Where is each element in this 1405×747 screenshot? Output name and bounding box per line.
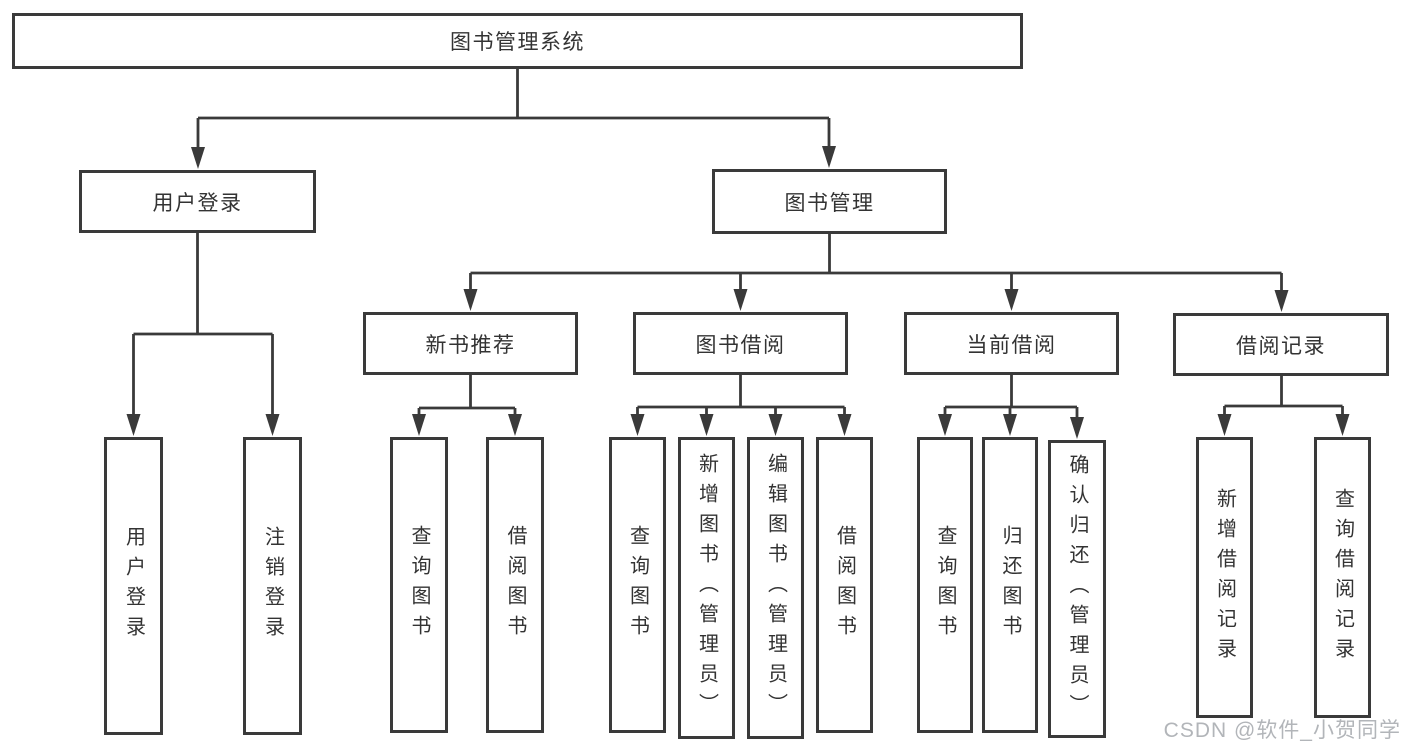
leaf-user-login: 用户登录 — [104, 437, 163, 735]
leaf-query-borrow-record: 查询借阅记录 — [1314, 437, 1371, 718]
node-label: 用户登录 — [152, 191, 243, 215]
arrowhead-icon — [1004, 289, 1019, 311]
arrowhead-icon — [1003, 414, 1017, 436]
node-label: 借阅图书 — [833, 525, 856, 645]
node-label: 当前借阅 — [966, 333, 1057, 357]
node-label: 借阅记录 — [1236, 334, 1326, 358]
node-label: 图书管理 — [784, 191, 875, 215]
leaf-logout: 注销登录 — [243, 437, 302, 735]
leaf-query-books-3: 查询图书 — [917, 437, 973, 733]
arrowhead-icon — [463, 289, 478, 311]
arrowhead-icon — [412, 414, 426, 436]
arrowhead-icon — [822, 146, 836, 168]
arrowhead-icon — [699, 414, 714, 436]
leaf-add-borrow-record: 新增借阅记录 — [1196, 437, 1253, 718]
node-book-borrowing: 图书借阅 — [633, 312, 848, 375]
leaf-borrow-books-2: 借阅图书 — [816, 437, 873, 733]
arrowhead-icon — [508, 414, 522, 436]
arrowhead-icon — [938, 414, 952, 436]
csdn-watermark: CSDN @软件_小贺同学 — [1163, 719, 1401, 742]
leaf-return-books: 归还图书 — [982, 437, 1038, 733]
leaf-edit-book-admin: 编辑图书（管理员） — [747, 437, 804, 739]
node-label: 注销登录 — [261, 526, 284, 646]
node-label: 图书管理系统 — [450, 31, 585, 54]
node-label: 查询借阅记录 — [1331, 487, 1354, 668]
node-label: 图书借阅 — [695, 333, 786, 357]
node-book-management: 图书管理 — [712, 169, 947, 234]
node-label: 归还图书 — [999, 525, 1021, 645]
arrowhead-icon — [126, 414, 141, 436]
node-new-book-recommend: 新书推荐 — [363, 312, 578, 375]
arrowhead-icon — [768, 414, 783, 436]
node-current-borrowing: 当前借阅 — [904, 312, 1119, 375]
node-user-login-branch: 用户登录 — [79, 170, 316, 233]
arrowhead-icon — [191, 147, 205, 169]
arrowhead-icon — [733, 289, 748, 311]
arrowhead-icon — [265, 414, 280, 436]
node-label: 查询图书 — [626, 525, 649, 645]
node-borrowing-records: 借阅记录 — [1173, 313, 1389, 376]
node-label: 新书推荐 — [425, 333, 516, 357]
arrowhead-icon — [1274, 290, 1289, 312]
leaf-add-book-admin: 新增图书（管理员） — [678, 437, 735, 739]
arrowhead-icon — [630, 414, 645, 436]
node-label: 查询图书 — [934, 525, 956, 645]
node-library-management-system: 图书管理系统 — [12, 13, 1023, 69]
arrowhead-icon — [1217, 414, 1232, 436]
arrowhead-icon — [837, 414, 852, 436]
node-label: 新增图书（管理员） — [695, 453, 718, 723]
arrowhead-icon — [1070, 417, 1084, 439]
node-label: 查询图书 — [408, 525, 430, 645]
leaf-confirm-return-admin: 确认归还（管理员） — [1048, 440, 1106, 738]
leaf-query-books-1: 查询图书 — [390, 437, 448, 733]
leaf-query-books-2: 查询图书 — [609, 437, 666, 733]
leaf-borrow-books-1: 借阅图书 — [486, 437, 544, 733]
node-label: 用户登录 — [122, 526, 145, 646]
arrowhead-icon — [1335, 414, 1350, 436]
node-label: 借阅图书 — [504, 525, 526, 645]
node-label: 新增借阅记录 — [1213, 487, 1236, 668]
node-label: 编辑图书（管理员） — [764, 453, 787, 723]
node-label: 确认归还（管理员） — [1066, 454, 1088, 724]
